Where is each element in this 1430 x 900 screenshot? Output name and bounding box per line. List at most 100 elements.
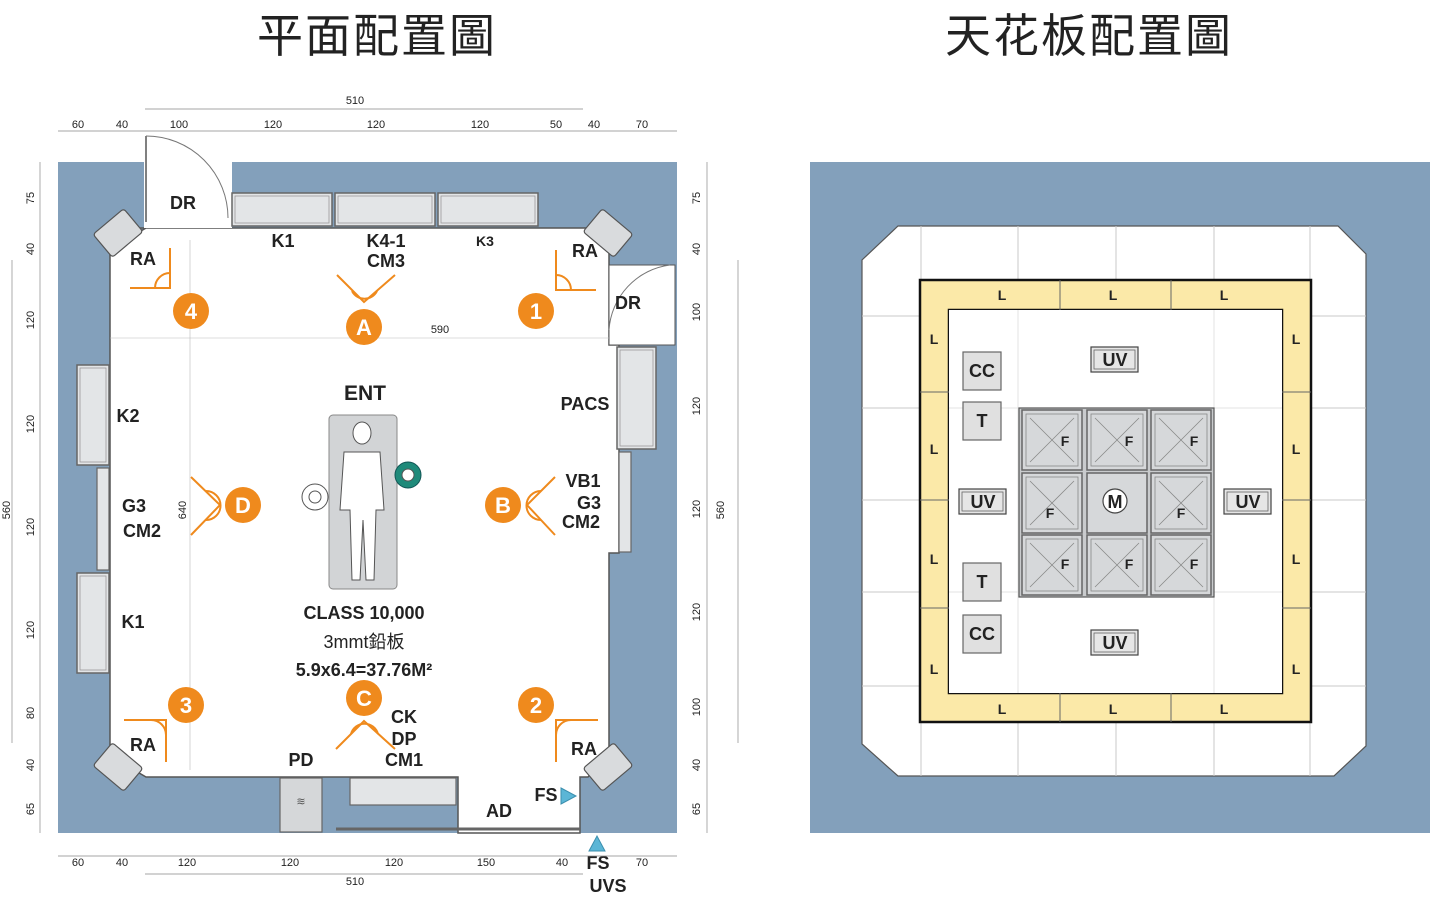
svg-text:L: L <box>1220 287 1229 303</box>
svg-text:40: 40 <box>556 857 568 869</box>
label-ra-br: RA <box>571 739 597 759</box>
staff-figure-left <box>301 483 329 511</box>
svg-text:L: L <box>1292 661 1301 677</box>
svg-text:100: 100 <box>691 303 703 321</box>
corner-4[interactable]: 4 <box>173 293 209 329</box>
svg-text:F: F <box>1125 433 1134 449</box>
top-door-swing <box>145 135 229 219</box>
return-air-units <box>93 209 633 791</box>
camera-C[interactable]: C <box>346 680 382 716</box>
t-box-top <box>962 401 1002 441</box>
light-labels: L L L L L L L L L L L L L L <box>930 287 1301 717</box>
corner-2[interactable]: 2 <box>518 687 554 723</box>
right-cabinets <box>616 346 657 553</box>
svg-text:40: 40 <box>25 759 37 771</box>
svg-text:510: 510 <box>346 876 364 888</box>
svg-text:120: 120 <box>178 857 196 869</box>
svg-text:B: B <box>495 493 511 518</box>
svg-text:70: 70 <box>636 857 648 869</box>
svg-text:F: F <box>1190 433 1199 449</box>
label-ent: ENT <box>344 382 386 405</box>
svg-text:120: 120 <box>281 857 299 869</box>
svg-text:40: 40 <box>116 119 128 131</box>
svg-text:120: 120 <box>691 397 703 415</box>
label-cm2-right: CM2 <box>562 512 600 532</box>
svg-text:F: F <box>1046 505 1055 521</box>
svg-text:40: 40 <box>25 243 37 255</box>
svg-text:F: F <box>1177 505 1186 521</box>
bottom-counter <box>349 777 457 806</box>
svg-text:120: 120 <box>471 119 489 131</box>
cc-box-bottom <box>962 614 1002 654</box>
corner-1[interactable]: 1 <box>518 293 554 329</box>
svg-text:D: D <box>235 493 251 518</box>
svg-text:560: 560 <box>715 501 727 519</box>
camera-A[interactable]: A <box>346 309 382 345</box>
fs-arrow-up <box>588 834 606 852</box>
uv-bottom: UV <box>1090 629 1139 656</box>
staff-figure-right <box>394 461 422 489</box>
svg-text:590: 590 <box>431 324 449 336</box>
svg-text:L: L <box>930 331 939 347</box>
label-g3-left: G3 <box>122 496 146 516</box>
svg-text:80: 80 <box>25 707 37 719</box>
right-door-swing <box>608 264 671 331</box>
cc-box-top <box>962 351 1002 391</box>
svg-text:L: L <box>998 287 1007 303</box>
svg-text:C: C <box>356 686 372 711</box>
t-label-bottom: T <box>977 572 988 592</box>
label-g3-right: G3 <box>577 493 601 513</box>
svg-text:2: 2 <box>530 693 542 718</box>
pass-through-icon: ≋ <box>296 796 305 808</box>
svg-text:A: A <box>356 315 372 340</box>
svg-text:65: 65 <box>691 803 703 815</box>
svg-text:120: 120 <box>367 119 385 131</box>
svg-text:L: L <box>1292 551 1301 567</box>
label-area: 5.9x6.4=37.76M² <box>296 660 433 680</box>
camera-D[interactable]: D <box>225 487 261 523</box>
svg-text:L: L <box>1109 701 1118 717</box>
uv-right: UV <box>1223 488 1272 515</box>
svg-text:40: 40 <box>588 119 600 131</box>
label-m: M <box>1108 492 1123 512</box>
label-cm3: CM3 <box>367 251 405 271</box>
svg-text:120: 120 <box>25 621 37 639</box>
svg-text:40: 40 <box>116 857 128 869</box>
label-ck: CK <box>391 707 417 727</box>
camera-B[interactable]: B <box>485 487 521 523</box>
filter-labels: F F F F F F F F <box>1046 433 1199 572</box>
svg-text:L: L <box>998 701 1007 717</box>
label-dp: DP <box>391 729 416 749</box>
label-cm1: CM1 <box>385 750 423 770</box>
label-fs-right: FS <box>534 785 557 805</box>
floor-plan: ≋ <box>1 95 739 896</box>
corner-3[interactable]: 3 <box>168 687 204 723</box>
label-k1-left: K1 <box>121 612 144 632</box>
svg-text:60: 60 <box>72 857 84 869</box>
svg-text:120: 120 <box>691 603 703 621</box>
svg-text:UV: UV <box>1102 350 1127 370</box>
camera-brackets <box>124 248 598 762</box>
label-pacs: PACS <box>561 394 610 414</box>
label-class: CLASS 10,000 <box>303 603 424 623</box>
label-k4: K4-1 <box>366 231 405 251</box>
label-dr-top: DR <box>170 193 196 213</box>
svg-text:3: 3 <box>180 693 192 718</box>
label-cm2-left: CM2 <box>123 521 161 541</box>
label-ra-tr: RA <box>572 241 598 261</box>
dimension-lines <box>11 108 739 875</box>
svg-text:120: 120 <box>25 415 37 433</box>
ceiling-title: 天花板配置圖 <box>945 9 1233 63</box>
svg-text:120: 120 <box>691 500 703 518</box>
plan-title: 平面配置圖 <box>257 9 497 63</box>
svg-text:100: 100 <box>691 698 703 716</box>
svg-text:UV: UV <box>1235 492 1260 512</box>
svg-text:60: 60 <box>72 119 84 131</box>
label-k1-top: K1 <box>271 231 294 251</box>
svg-text:L: L <box>1292 441 1301 457</box>
pass-through-box <box>279 777 323 833</box>
label-ra-bl: RA <box>130 735 156 755</box>
uv-left: UV <box>958 488 1007 515</box>
svg-text:F: F <box>1190 556 1199 572</box>
